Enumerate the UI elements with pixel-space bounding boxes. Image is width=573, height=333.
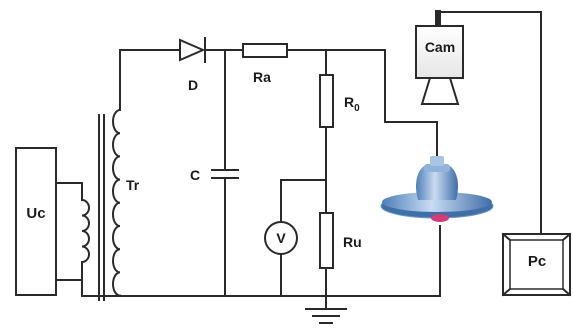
wire-voltmeter-top [280,179,327,223]
resistor-r0: R0 [319,74,360,128]
diode-d: D [179,37,206,93]
ra-label: Ra [253,69,271,85]
pc-label: Pc [528,253,546,270]
pc: Pc [501,232,572,297]
uc-return [81,279,121,297]
pc-screen [509,239,564,290]
source-uc: Uc [15,147,57,296]
source-uc-box [15,147,57,296]
r0-label-sub: 0 [354,103,360,114]
r0-label: R0 [344,94,360,114]
c-label: C [190,167,200,183]
cam-label: Cam [425,39,455,55]
pc-bevel-tr [561,232,572,242]
camera: Cam [415,10,464,105]
resistor-ru: Ru [319,212,362,269]
wire-to-diode [119,49,181,111]
ru-label: Ru [343,234,362,250]
camera-pc-cable [440,11,542,235]
secondary-coil [112,108,122,297]
discharge-spot [431,214,449,222]
primary-coil [80,198,90,264]
r0-body [319,74,334,128]
ra-body [242,43,288,58]
insulator-top [430,156,444,166]
diode-triangle [179,38,206,62]
wire-to-insulator-top [325,49,438,159]
insulator-image [380,156,494,222]
camera-mount [435,10,441,26]
resistor-ra: Ra [242,43,288,85]
insulator-shed [382,192,492,212]
v-label: V [276,230,286,246]
capacitor-c: C [190,167,239,183]
transformer-tr: Tr [80,108,140,301]
pc-bevel-br [561,287,572,297]
pc-bevel-tl [501,232,512,242]
uc-wire-bottom [55,261,83,281]
uc-label: Uc [26,205,45,222]
insulator-cap [424,164,450,172]
uc-wire-top [55,182,83,201]
voltmeter-v: V [264,221,298,255]
pc-bevel-bl [501,287,512,297]
tr-label: Tr [126,177,140,193]
insulator-body [416,166,458,200]
r0-label-main: R [344,94,354,110]
camera-lens [420,77,460,105]
camera-body [415,25,464,79]
ru-body [319,212,334,269]
d-label: D [188,77,198,93]
ground-symbol [305,295,347,324]
